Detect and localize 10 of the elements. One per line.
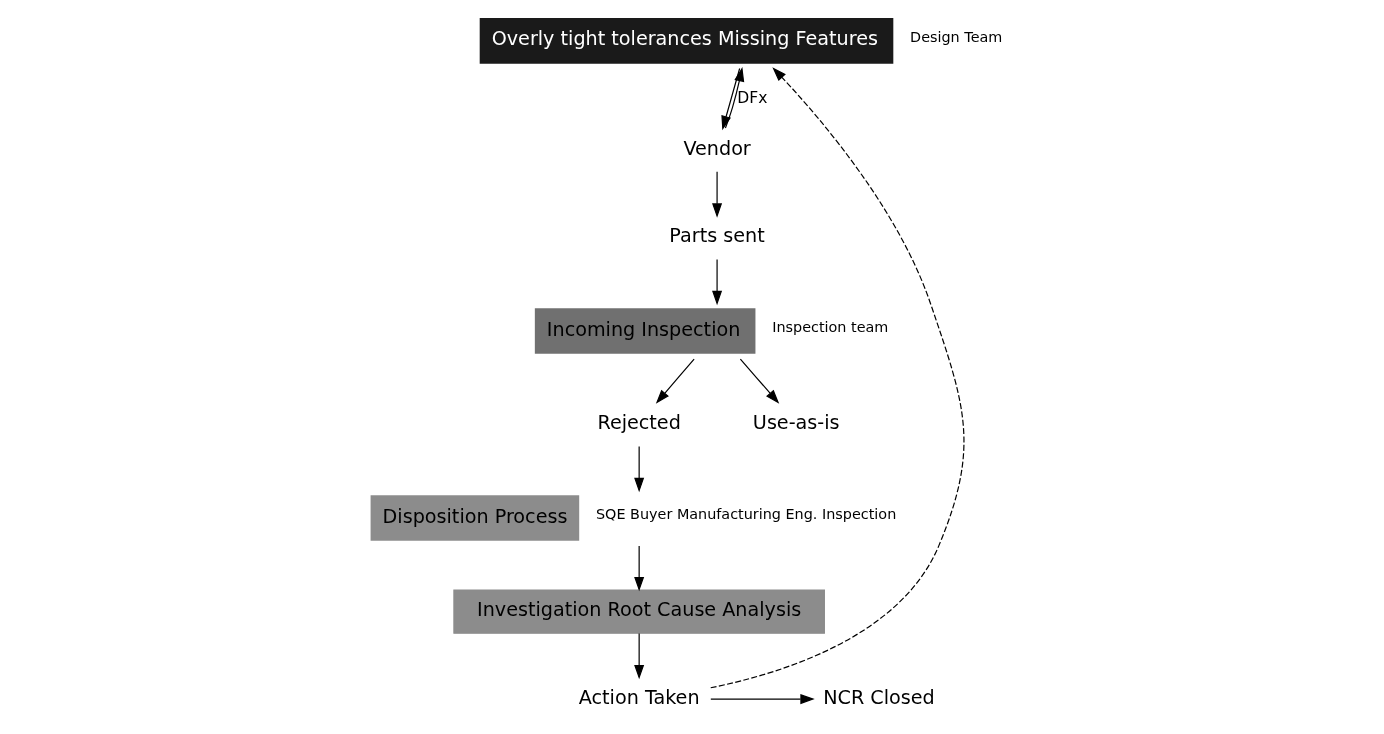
node-text: Rejected [596,411,681,435]
node-text: Action Taken [578,685,700,709]
node-label: Design Team [909,28,1002,45]
node-label: Inspection team [771,318,888,335]
node-text: Vendor [682,136,751,160]
node-text: Parts sent [668,224,765,248]
edge-label: DFx [736,88,768,107]
node-label: SQE Buyer Manufacturing Eng. Inspection [595,505,896,522]
node-text: NCR Closed [822,685,935,709]
node-text: Use-as-is [752,411,840,435]
